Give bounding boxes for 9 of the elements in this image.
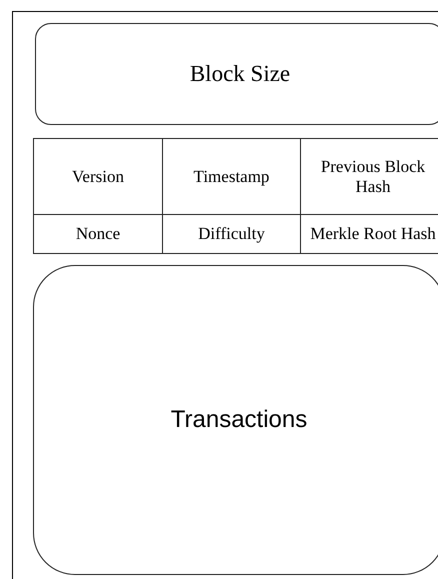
table-cell: Timestamp — [162, 138, 300, 215]
table-cell: Difficulty — [162, 214, 300, 254]
box-title: Transactions — [170, 406, 308, 434]
box-title: Block Size — [190, 61, 290, 87]
table-cell: Previous Block Hash — [300, 138, 438, 215]
table-cell: Version — [34, 138, 162, 215]
table-cell: Nonce — [34, 214, 162, 254]
rounded-box — [33, 265, 438, 575]
rounded-box — [35, 23, 438, 125]
